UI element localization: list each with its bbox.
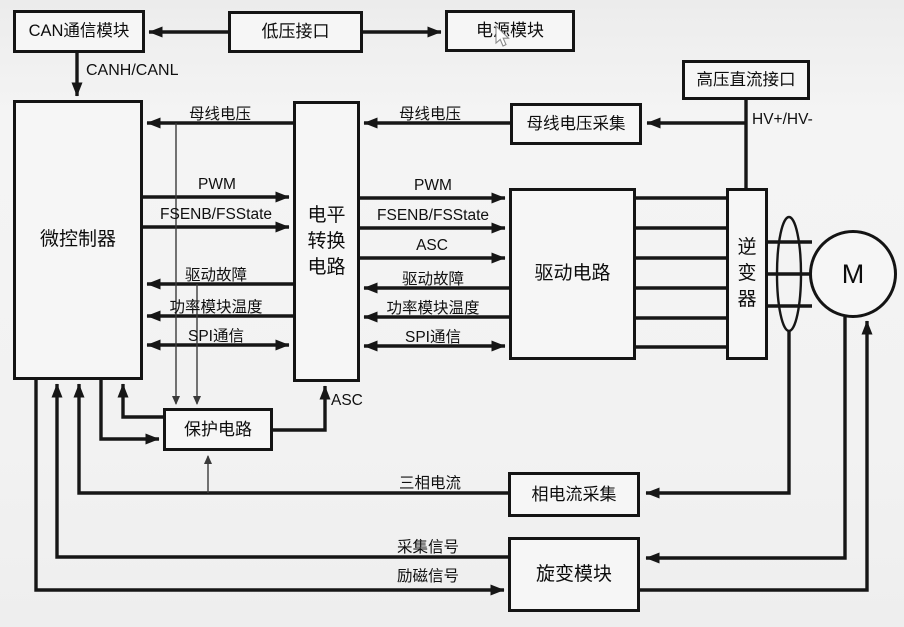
signal-label-drive-fault-left: 驱动故障 [184, 267, 248, 284]
wire-three-phase-to-mcu [73, 383, 508, 495]
signal-label-canh-canl: CANH/CANL [86, 62, 179, 79]
signal-label-excitation-signal: 励磁信号 [396, 568, 460, 585]
signal-label-spi-right: SPI通信 [405, 329, 461, 346]
node-motor: M [809, 230, 897, 318]
wire-motor-to-resolver [645, 317, 847, 564]
wire-protection-to-mcu [117, 383, 163, 419]
node-protection-label: 保护电路 [184, 419, 252, 439]
node-mcu: 微控制器 [13, 100, 143, 380]
signal-label-pwm-left: PWM [198, 176, 236, 193]
signal-label-asc-right: ASC [416, 237, 448, 254]
signal-label-pwm-right: PWM [414, 177, 452, 194]
node-drive-circuit-label: 驱动电路 [534, 263, 611, 285]
signal-label-bus-voltage-left: 母线电压 [188, 106, 252, 123]
node-hv-dc-interface-label: 高压直流接口 [696, 70, 796, 89]
node-inverter: 逆变器 [726, 188, 768, 360]
node-lv-interface-label: 低压接口 [261, 22, 330, 42]
node-can-module: CAN通信模块 [13, 10, 145, 53]
node-resolver-module: 旋变模块 [508, 537, 640, 612]
node-phase-current-sense-label: 相电流采集 [531, 484, 617, 504]
node-level-shift-label: 电平转换电路 [307, 204, 346, 278]
node-can-module-label: CAN通信模块 [28, 22, 130, 41]
signal-label-drive-fault-right: 驱动故障 [401, 271, 465, 288]
mouse-cursor-icon [495, 25, 510, 47]
signal-label-power-temp-left: 功率模块温度 [169, 299, 263, 316]
node-motor-label: M [841, 258, 865, 289]
node-protection: 保护电路 [163, 408, 273, 451]
wire-collect-signal-to-mcu [51, 383, 508, 559]
node-lv-interface: 低压接口 [228, 11, 363, 53]
node-level-shift: 电平转换电路 [293, 101, 360, 382]
node-resolver-module-label: 旋变模块 [535, 563, 612, 585]
wire-resolver-to-motor [640, 320, 873, 592]
signal-label-hv-lines: HV+/HV- [752, 111, 813, 128]
signal-label-fsenb-right: FSENB/FSState [377, 207, 489, 224]
node-phase-current-sense: 相电流采集 [508, 472, 640, 517]
node-drive-circuit: 驱动电路 [509, 188, 636, 360]
wire-excitation-to-resolver [34, 380, 505, 596]
wire-phases-to-current-sense [645, 331, 791, 499]
signal-label-power-temp-right: 功率模块温度 [386, 300, 480, 317]
wire-mcu-to-protection [99, 380, 160, 445]
signal-label-bus-voltage-right: 母线电压 [398, 106, 462, 123]
signal-label-asc-protection: ASC [331, 392, 363, 409]
node-power-module-label: 电源模块 [476, 21, 544, 41]
node-bus-voltage-sense-label: 母线电压采集 [526, 114, 626, 133]
signal-label-spi-left: SPI通信 [188, 328, 244, 345]
wire-protection-asc-to-levelshift [273, 385, 331, 432]
node-mcu-label: 微控制器 [39, 229, 116, 251]
node-power-module: 电源模块 [445, 10, 575, 52]
signal-label-collect-signal: 采集信号 [396, 539, 460, 556]
node-bus-voltage-sense: 母线电压采集 [510, 103, 642, 145]
node-hv-dc-interface: 高压直流接口 [682, 60, 810, 100]
node-inverter-label: 逆变器 [737, 237, 757, 310]
signal-label-three-phase-current: 三相电流 [398, 475, 462, 492]
signal-label-fsenb-left: FSENB/FSState [160, 206, 272, 223]
